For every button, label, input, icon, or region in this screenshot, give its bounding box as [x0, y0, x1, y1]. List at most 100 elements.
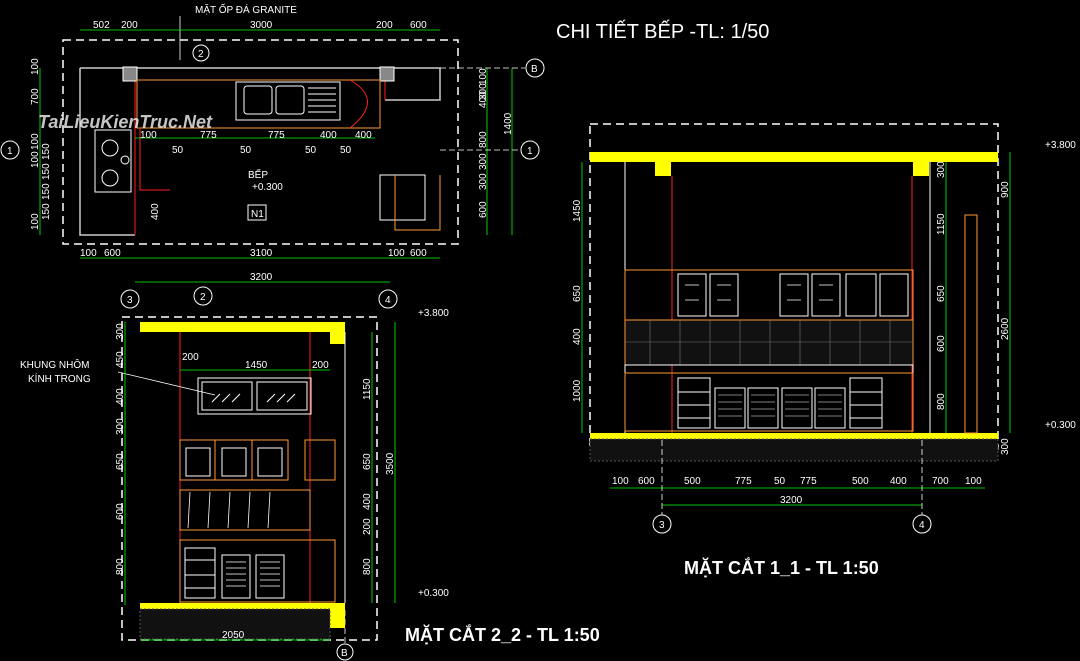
plan-right-dim: 400	[478, 91, 489, 108]
plan-right-dim: 800	[478, 131, 489, 148]
plan-left-dim: 150	[41, 143, 52, 160]
s11-base-cabinets	[624, 372, 914, 432]
plan-bottom-dim: 600	[410, 248, 427, 259]
s22-left-dim: 450	[115, 351, 126, 368]
plan-top-dim: 600	[410, 20, 427, 31]
axis-bubble-1-plan-left: 1	[0, 140, 20, 160]
s11-left-dim: 1450	[572, 199, 583, 222]
svg-text:3: 3	[127, 295, 133, 306]
s11-bottom-dim: 100	[965, 476, 982, 487]
s11-level-bottom: +0.300	[1045, 420, 1076, 431]
s22-right-dim: 1150	[362, 378, 373, 400]
plan-inner-dim: 50	[305, 145, 317, 156]
s11-bottom-dim: 500	[852, 476, 869, 487]
svg-text:1: 1	[527, 146, 533, 157]
floor-slab	[140, 603, 345, 609]
s11-bottom-dim: 775	[800, 476, 817, 487]
s11-right-dim: 900	[1000, 181, 1011, 198]
axis-bubble-2-plan: 2	[192, 44, 210, 62]
plan-top-dim: 502	[93, 20, 110, 31]
plan-bottom-dim: 100	[388, 248, 405, 259]
plan-view: MẶT ỐP ĐÁ GRANITE BẾP +0.300 N1 502 200 …	[0, 2, 545, 283]
axis-bubble-1-plan-right: 1	[440, 140, 540, 160]
s11-left-dim: 1000	[572, 379, 583, 402]
s11-level-top: +3.800	[1045, 140, 1076, 151]
s11-upper-cabinets	[624, 269, 914, 321]
s11-bottom-dim: 600	[638, 476, 655, 487]
s11-left-dim: 650	[572, 285, 583, 302]
plan-left-dim: 100	[30, 151, 41, 168]
backsplash	[179, 489, 311, 531]
axis-bubble-3-s11: 3	[652, 440, 672, 534]
s11-mid-dim: 1150	[936, 213, 947, 235]
plan-inner-dim: 50	[340, 145, 352, 156]
s11-mid-dim: 800	[936, 393, 947, 410]
granite-note: MẶT ỐP ĐÁ GRANITE	[195, 2, 297, 16]
plan-right-dim: 100	[478, 68, 489, 85]
upper-cabinets	[179, 439, 289, 481]
plan-left-dim: 100	[30, 133, 41, 150]
s11-bottom-dim: 700	[932, 476, 949, 487]
s11-ceiling-slab	[590, 152, 998, 162]
svg-text:B: B	[341, 648, 348, 659]
axis-bubble-4-s22: 4	[378, 289, 398, 309]
s22-right-dim: 800	[362, 558, 373, 575]
s22-bottom-dim: 2050	[222, 630, 245, 641]
s22-left-dim: 650	[115, 453, 126, 470]
s11-right-dim: 2600	[1000, 317, 1011, 340]
plan-tag: N1	[251, 209, 264, 220]
s22-title: MẶT CẮT 2_2 - TL 1:50	[405, 624, 600, 645]
sink	[235, 81, 341, 121]
svg-text:4: 4	[919, 520, 925, 531]
plan-left-dim: 100	[30, 213, 41, 230]
axis-bubble-2-s22: 2	[193, 286, 213, 306]
s11-mid-dim: 600	[936, 335, 947, 352]
s11-total: 3200	[780, 495, 803, 506]
s22-window-dim: 200	[312, 360, 329, 371]
svg-text:2: 2	[200, 292, 206, 303]
s22-left-dim: 800	[115, 558, 126, 575]
window	[197, 377, 312, 415]
svg-text:1: 1	[7, 146, 13, 157]
svg-text:2: 2	[198, 49, 204, 60]
plan-left-dim: 100	[30, 58, 41, 75]
s11-title: MẶT CẮT 1_1 - TL 1:50	[684, 557, 879, 578]
plan-level: +0.300	[252, 182, 283, 193]
plan-left-dim: 150	[41, 203, 52, 220]
section-1-1: 1450 650 400 1000 1150 650 600 800 300 3…	[572, 123, 1076, 578]
column-right	[379, 66, 395, 82]
frame-note-line2: KÍNH TRONG	[28, 372, 91, 385]
plan-right-dim: 300	[478, 83, 489, 100]
plan-left-dim: 150	[41, 163, 52, 180]
plan-left-dim: 150	[41, 183, 52, 200]
plan-inner-dim: 50	[240, 145, 252, 156]
s11-bottom-dim: 400	[890, 476, 907, 487]
plan-right-dim: 600	[478, 201, 489, 218]
plan-bottom-dim: 3100	[250, 248, 273, 259]
plan-small-dim: 400	[150, 203, 161, 220]
s11-floor-slab	[590, 433, 998, 439]
s11-bottom-dim: 775	[735, 476, 752, 487]
s22-window-dim: 1450	[245, 360, 268, 371]
svg-text:3: 3	[659, 520, 665, 531]
svg-text:B: B	[531, 64, 538, 75]
plan-left-dim: 700	[30, 88, 41, 105]
plan-inner-dim: 400	[355, 130, 372, 141]
plan-inner-dim: 775	[200, 130, 217, 141]
s22-left-dim: 300	[115, 323, 126, 340]
s22-right-dim: 400	[362, 493, 373, 510]
s22-left-dim: 400	[115, 388, 126, 405]
watermark: TaiLieuKienTruc.Net	[38, 112, 213, 132]
plan-right-dim: 1400	[503, 112, 514, 135]
s22-level-top: +3.800	[418, 308, 449, 319]
plan-right-dim: 300	[478, 173, 489, 190]
s11-left-dim: 400	[572, 328, 583, 345]
s22-level-bottom: +0.300	[418, 588, 449, 599]
frame-note-line1: KHUNG NHÔM	[20, 358, 89, 371]
s22-right-dim: 200	[362, 518, 373, 535]
s22-left-dim: 300	[115, 418, 126, 435]
column-left	[122, 66, 138, 82]
s22-total-height: 3500	[385, 452, 396, 475]
s22-window-dim: 200	[182, 352, 199, 363]
